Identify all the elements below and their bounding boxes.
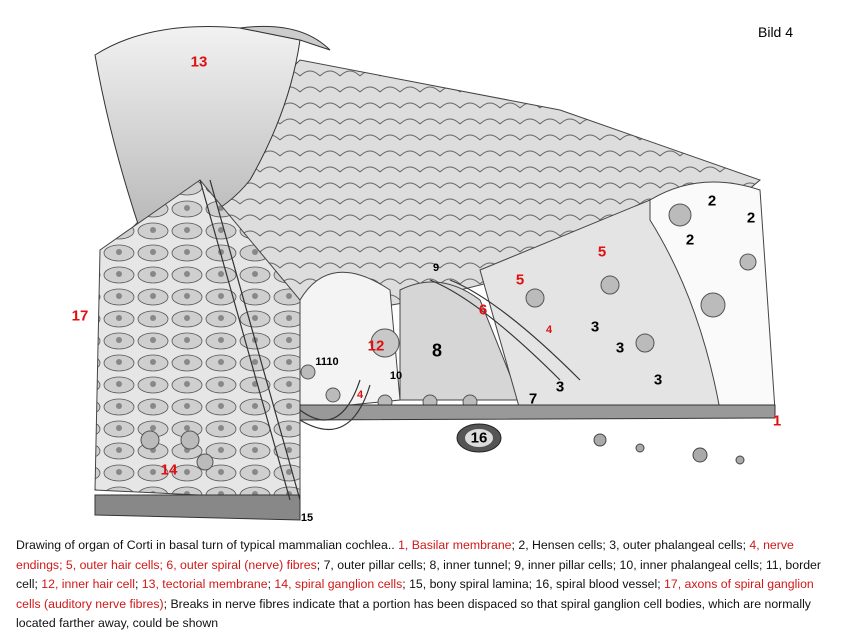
label-9: 9 bbox=[432, 262, 440, 274]
label-17: 17 bbox=[71, 307, 89, 325]
label-10: 10 bbox=[389, 370, 403, 382]
figure-title: Bild 4 bbox=[758, 24, 794, 40]
caption-text: ; bbox=[134, 577, 142, 591]
label-2: 2 bbox=[707, 192, 717, 210]
caption-text: ; Breaks in nerve fibres indicate that a… bbox=[16, 596, 811, 631]
label-12: 12 bbox=[367, 337, 385, 355]
tectorial-membrane bbox=[94, 26, 301, 231]
label-5: 5 bbox=[515, 271, 525, 289]
label-3: 3 bbox=[615, 339, 625, 357]
label-4: 4 bbox=[545, 324, 553, 336]
figure-caption: Drawing of organ of Corti in basal turn … bbox=[16, 536, 836, 634]
inner-hair-cell-region bbox=[299, 271, 401, 411]
label-8: 8 bbox=[431, 340, 443, 361]
basilar-membrane bbox=[299, 404, 776, 421]
label-1: 1 bbox=[772, 412, 782, 430]
organ-of-corti-drawing bbox=[94, 25, 776, 521]
caption-text: Drawing of organ of Corti in basal turn … bbox=[16, 538, 399, 552]
label-7: 7 bbox=[528, 390, 538, 408]
caption-highlight: 12, inner hair cell bbox=[41, 577, 135, 591]
caption-text: ; bbox=[267, 577, 275, 591]
caption-highlight: 1, Basilar membrane bbox=[398, 538, 512, 552]
label-2: 2 bbox=[685, 231, 695, 249]
bony-spiral-lamina bbox=[94, 494, 301, 521]
inner-tunnel bbox=[399, 281, 521, 401]
label-16: 16 bbox=[470, 429, 488, 447]
label-2: 2 bbox=[746, 209, 756, 227]
label-3: 3 bbox=[555, 378, 565, 396]
label-4: 4 bbox=[356, 389, 364, 401]
caption-text: ; 15, bony spiral lamina; 16, spiral blo… bbox=[402, 577, 665, 591]
caption-highlight: 17, axons of spiral ganglion cells (audi… bbox=[16, 577, 814, 611]
label-3: 3 bbox=[653, 371, 663, 389]
caption-text: ; 2, Hensen cells; 3, outer phalangeal c… bbox=[511, 538, 750, 552]
caption-text: ; 7, outer pillar cells; 8, inner tunnel… bbox=[16, 557, 821, 592]
label-3: 3 bbox=[590, 318, 600, 336]
label-15: 15 bbox=[300, 512, 314, 524]
label-5: 5 bbox=[597, 243, 607, 261]
caption-highlight: 14, spiral ganglion cells bbox=[274, 577, 403, 591]
label-13: 13 bbox=[190, 53, 208, 71]
caption-highlight: 4, nerve endings; 5, outer hair cells; 6… bbox=[16, 538, 794, 572]
label-11-10: 1110 bbox=[315, 356, 339, 368]
label-14: 14 bbox=[160, 461, 178, 479]
caption-highlight: 13, tectorial membrane bbox=[141, 577, 268, 591]
label-6: 6 bbox=[478, 301, 488, 319]
